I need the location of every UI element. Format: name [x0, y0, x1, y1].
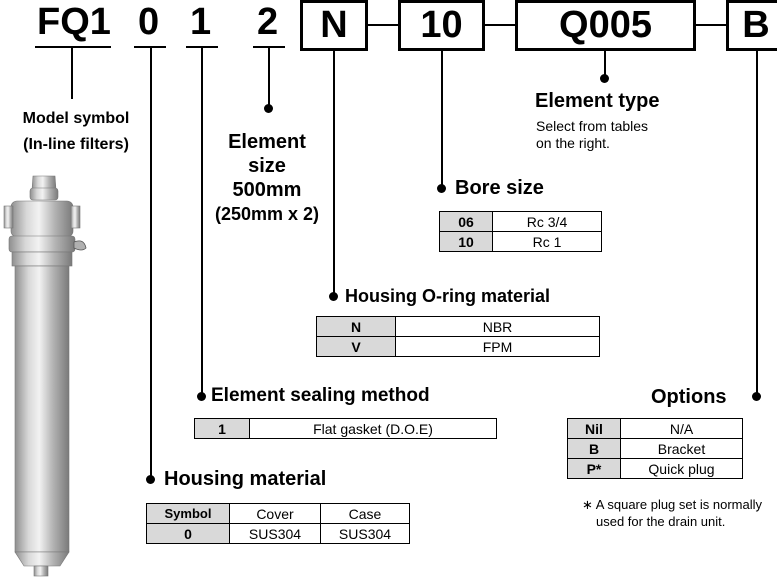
leader-housing-dot: [146, 475, 155, 484]
bore-key: 10: [439, 231, 493, 252]
options-title: Options: [651, 386, 727, 408]
table-row: Symbol Cover Case: [146, 503, 410, 524]
options-value: Bracket: [620, 438, 743, 459]
table-row: 0 SUS304 SUS304: [146, 523, 410, 544]
table-row: Nil N/A: [567, 418, 743, 439]
code-box-bore: 10: [398, 0, 485, 51]
leader-housing: [150, 47, 152, 479]
leader-sealing-dot: [197, 392, 206, 401]
table-row: N NBR: [316, 316, 600, 337]
code-dash-3: [696, 24, 726, 26]
model-symbol-label: Model symbol (In-line filters): [0, 106, 152, 158]
oring-value: FPM: [395, 336, 600, 357]
code-prefix: FQ1: [37, 1, 111, 43]
bore-size-title: Bore size: [455, 177, 544, 199]
filter-housing-image: [3, 175, 87, 577]
leader-oring-dot: [329, 292, 338, 301]
options-table: Nil N/A B Bracket P* Quick plug: [567, 418, 743, 479]
oring-key: V: [316, 336, 396, 357]
table-row: V FPM: [316, 336, 600, 357]
options-key: P*: [567, 458, 621, 479]
element-size-line1: Element: [228, 131, 306, 153]
oring-key: N: [316, 316, 396, 337]
leader-size: [268, 47, 270, 109]
oring-value: NBR: [395, 316, 600, 337]
housing-case: SUS304: [320, 523, 410, 544]
oring-title: Housing O-ring material: [345, 286, 551, 306]
leader-oring: [333, 51, 335, 298]
options-note-line1: ∗ A square plug set is normally: [582, 497, 762, 512]
element-type-title: Element type: [535, 90, 660, 112]
element-size-line2: size: [248, 155, 286, 177]
leader-model: [71, 47, 73, 99]
housing-header-cover: Cover: [229, 503, 321, 524]
code-digit-sealing: 1: [190, 1, 212, 43]
sealing-value: Flat gasket (D.O.E): [249, 418, 497, 439]
model-symbol-line1: Model symbol: [22, 110, 130, 127]
options-key: Nil: [567, 418, 621, 439]
options-note: ∗ A square plug set is normally used for…: [582, 496, 762, 530]
housing-cover: SUS304: [229, 523, 321, 544]
element-size-line3: 500mm: [232, 179, 302, 201]
options-value: Quick plug: [620, 458, 743, 479]
element-size-label: Element size 500mm (250mm x 2): [203, 130, 331, 226]
code-dash-1: [368, 24, 398, 26]
bore-value: Rc 3/4: [492, 211, 602, 232]
bore-value: Rc 1: [492, 231, 602, 252]
leader-element-dot: [600, 74, 609, 83]
code-digit-housing: 0: [138, 1, 160, 43]
model-symbol-line2: (In-line filters): [23, 136, 129, 153]
sealing-table: 1 Flat gasket (D.O.E): [194, 418, 497, 439]
housing-key: 0: [146, 523, 230, 544]
table-row: 10 Rc 1: [439, 231, 602, 252]
element-type-desc2: on the right.: [536, 135, 610, 151]
housing-header-symbol: Symbol: [146, 503, 230, 524]
bore-size-table: 06 Rc 3/4 10 Rc 1: [439, 211, 602, 252]
leader-sealing: [201, 47, 203, 396]
oring-table: N NBR V FPM: [316, 316, 600, 357]
code-prefix-underline: [35, 46, 111, 48]
element-type-desc: Select from tables on the right.: [536, 118, 648, 152]
table-row: 1 Flat gasket (D.O.E): [194, 418, 497, 439]
leader-bore: [441, 51, 443, 189]
element-size-line4: (250mm x 2): [214, 204, 320, 224]
housing-header-case: Case: [320, 503, 410, 524]
options-key: B: [567, 438, 621, 459]
leader-option: [756, 51, 758, 396]
options-value: N/A: [620, 418, 743, 439]
housing-table: Symbol Cover Case 0 SUS304 SUS304: [146, 503, 410, 544]
code-digit-size: 2: [257, 1, 279, 43]
leader-size-dot: [264, 104, 273, 113]
code-box-element: Q005: [515, 0, 696, 51]
code-box-oring: N: [300, 0, 368, 51]
sealing-key: 1: [194, 418, 250, 439]
table-row: P* Quick plug: [567, 458, 743, 479]
code-box-option: B: [726, 0, 777, 51]
options-note-line2: used for the drain unit.: [596, 514, 726, 529]
element-type-desc1: Select from tables: [536, 118, 649, 134]
bore-key: 06: [439, 211, 493, 232]
leader-element: [604, 51, 606, 79]
leader-option-dot: [752, 392, 761, 401]
table-row: 06 Rc 3/4: [439, 211, 602, 232]
leader-bore-dot: [437, 184, 446, 193]
code-dash-2: [485, 24, 515, 26]
sealing-title: Element sealing method: [211, 385, 430, 406]
housing-title: Housing material: [164, 468, 327, 490]
table-row: B Bracket: [567, 438, 743, 459]
